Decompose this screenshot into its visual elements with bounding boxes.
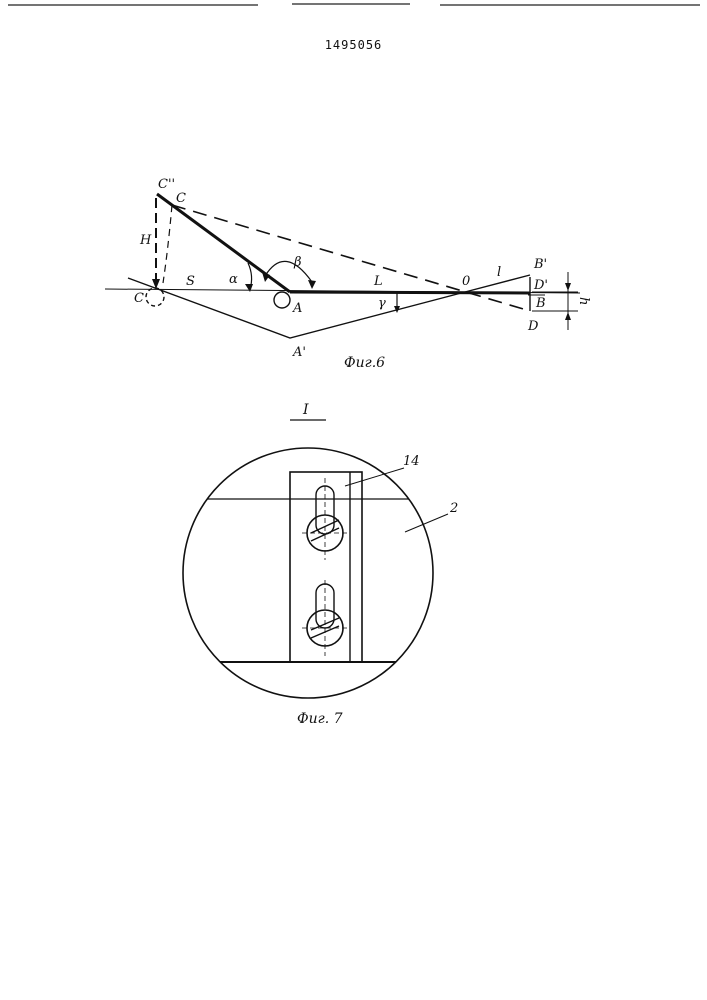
label-h-lower: h <box>576 297 591 305</box>
label-d-prime: D' <box>533 278 548 293</box>
dashed-line-c-d <box>172 205 530 311</box>
figure-6: C'' C H C S α β A A' L γ 0 l B' D' B D h… <box>105 177 591 371</box>
figure-6-caption: Фиг.6 <box>344 355 385 371</box>
lever-line-L <box>290 292 530 293</box>
label-c-top: C <box>176 191 186 206</box>
upper-screw <box>302 478 348 560</box>
c-circle-dashed <box>146 288 164 306</box>
plate-14 <box>290 472 362 662</box>
section-marker: I <box>290 402 326 420</box>
arc-dashed <box>163 205 172 283</box>
lower-screw <box>302 580 348 656</box>
label-a-prime: A' <box>292 345 306 360</box>
label-c-double-prime: C'' <box>158 177 175 192</box>
label-alpha: α <box>229 272 238 287</box>
label-b: B <box>535 296 546 311</box>
detail-circle <box>183 448 433 698</box>
label-h-upper: H <box>139 233 152 248</box>
label-s: S <box>186 274 195 289</box>
arm-line <box>157 194 290 292</box>
a-pivot-circle <box>274 292 290 308</box>
label-part-2: 2 <box>449 501 458 516</box>
section-label: I <box>302 402 309 418</box>
label-gamma: γ <box>378 296 386 311</box>
figure-7-caption: Фиг. 7 <box>297 711 343 727</box>
label-d: D <box>527 319 539 334</box>
label-part-14: 14 <box>403 454 420 469</box>
top-rule <box>8 4 700 5</box>
figure-7: 14 2 Фиг. 7 <box>180 448 458 727</box>
label-l-lower: l <box>497 265 501 280</box>
label-o: 0 <box>462 274 470 289</box>
label-b-prime: B' <box>533 257 547 272</box>
leader-2 <box>405 514 448 532</box>
label-beta: β <box>293 255 302 270</box>
label-l-upper: L <box>373 274 383 289</box>
label-c-left: C <box>134 291 144 306</box>
label-a: A <box>292 301 302 316</box>
